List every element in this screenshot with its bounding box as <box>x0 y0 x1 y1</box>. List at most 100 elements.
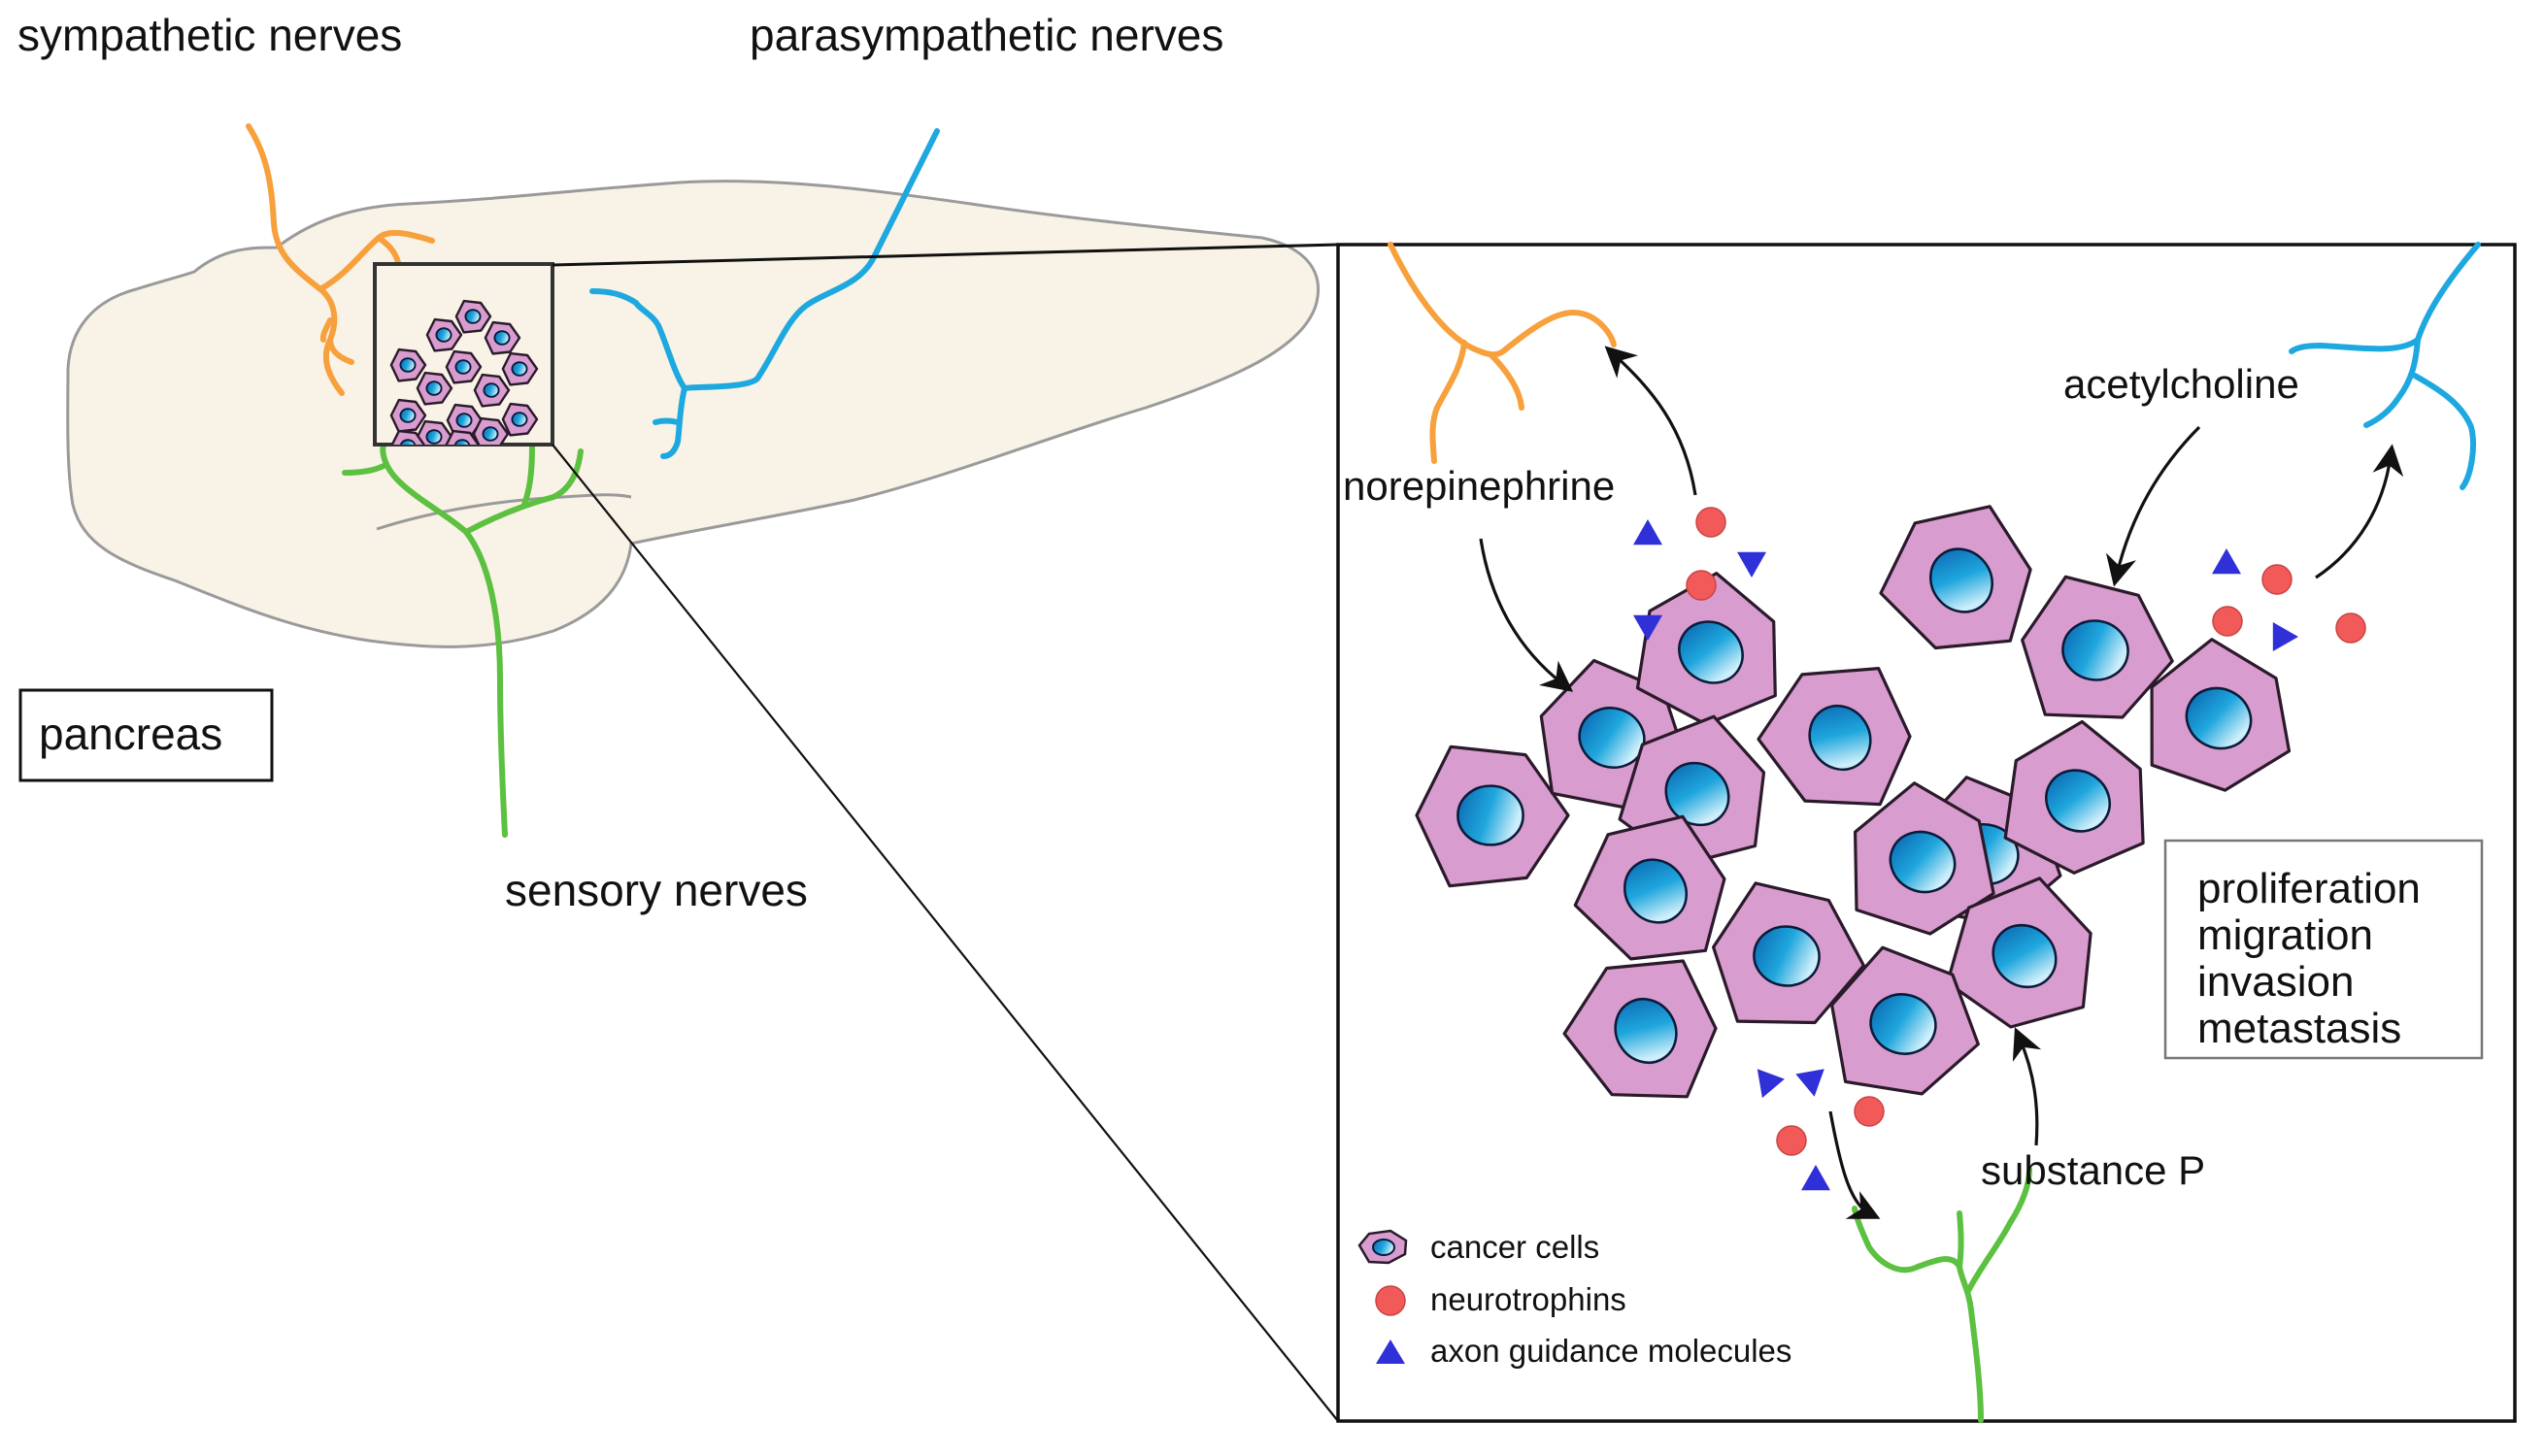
label-norepinephrine: norepinephrine <box>1343 463 1615 509</box>
cancer-cell <box>1879 505 2032 650</box>
neurotrophin-molecule <box>1695 507 1726 538</box>
legend: cancer cells neurotrophins axon guidance… <box>1357 1229 1791 1369</box>
sympathetic-nerve-terminal <box>1388 242 1617 464</box>
outcome-migration: migration <box>2197 911 2373 959</box>
cell-nucleus <box>1869 993 1937 1055</box>
cell-nucleus <box>464 309 482 324</box>
cancer-cell <box>1830 945 1980 1096</box>
legend-item-neurotrophins: neurotrophins <box>1375 1281 1626 1317</box>
mini-cancer-cell <box>473 373 511 408</box>
parasympathetic-nerve-terminal <box>2289 242 2481 490</box>
arrow-to-sympathetic <box>1604 346 1697 496</box>
neurotrophin-molecule <box>2212 606 2243 637</box>
cancer-cell <box>1573 814 1726 961</box>
mini-cancer-cell <box>425 317 463 352</box>
outcome-proliferation: proliferation <box>2197 865 2421 912</box>
cancer-cell-icon <box>1357 1229 1408 1265</box>
cancer-cell-cluster <box>1415 505 2292 1099</box>
parasympathetic-nerve-organ <box>589 128 940 459</box>
cell-nucleus <box>1808 704 1872 772</box>
label-substance-p: substance P <box>1981 1147 2205 1193</box>
sensory-nerve-terminal <box>1852 1167 2032 1423</box>
pancreas-label-box: pancreas <box>18 688 274 782</box>
zoomed-tumor-panel: norepinephrine acetylcholine substance P… <box>1336 242 2517 1423</box>
cell-nucleus <box>511 361 528 377</box>
axon-guidance-molecule <box>1757 1069 1785 1099</box>
cell-nucleus <box>1623 858 1689 924</box>
legend-label-neurotrophins: neurotrophins <box>1430 1281 1626 1317</box>
mini-cancer-cell <box>454 299 492 334</box>
mini-cancer-cell <box>390 429 426 445</box>
arrow-substancep-to-cells <box>2012 1027 2042 1146</box>
cell-membrane <box>390 429 426 445</box>
cell-nucleus <box>482 426 499 442</box>
arrow-to-parasympathetic <box>2315 444 2404 579</box>
legend-item-cancer-cells: cancer cells <box>1357 1229 1599 1265</box>
arrow-to-sensory <box>1828 1110 1881 1219</box>
axon-guidance-molecule <box>2272 622 2298 651</box>
zoom-connector-top <box>552 243 1339 267</box>
cancer-cell <box>1854 781 1995 936</box>
cell-nucleus <box>493 330 511 346</box>
mini-cancer-cell <box>389 398 427 433</box>
mini-cancer-cell <box>484 320 521 355</box>
cell-nucleus <box>454 359 472 375</box>
cell-nucleus <box>1992 923 2058 989</box>
cancer-cell <box>1757 667 1912 807</box>
outcomes-box: proliferation migration invasion metasta… <box>2163 839 2484 1060</box>
axon-guidance-molecule <box>1795 1069 1824 1097</box>
cell-nucleus <box>399 357 417 373</box>
cell-nucleus <box>425 429 443 445</box>
mini-cancer-cell <box>445 429 481 445</box>
cell-nucleus <box>399 439 417 445</box>
neurotrophin-circle-icon <box>1375 1285 1406 1316</box>
axon-guidance-triangle-icon <box>1376 1340 1405 1364</box>
neurotrophin-molecule <box>1776 1125 1807 1156</box>
mini-cancer-cell <box>416 371 453 406</box>
axon-guidance-molecule <box>1737 551 1766 578</box>
label-acetylcholine: acetylcholine <box>2063 361 2299 407</box>
cancer-cell <box>2021 575 2174 719</box>
label-parasympathetic-nerves: parasympathetic nerves <box>750 10 1223 60</box>
zoom-connector-bottom <box>552 444 1339 1422</box>
mini-cancer-cell <box>445 349 483 384</box>
mini-cancer-cell <box>389 347 427 382</box>
cancer-cell <box>1415 745 1570 888</box>
cancer-cell <box>1635 572 1777 726</box>
cell-nucleus <box>2045 769 2111 833</box>
label-sympathetic-nerves: sympathetic nerves <box>17 10 402 60</box>
cell-nucleus <box>453 439 471 445</box>
legend-label-axon-guidance: axon guidance molecules <box>1430 1333 1791 1369</box>
outcome-metastasis: metastasis <box>2197 1005 2401 1052</box>
neurotrophin-molecule <box>1854 1096 1885 1127</box>
cell-nucleus <box>1889 830 1957 894</box>
signaling-molecules <box>1633 507 2366 1191</box>
mini-cancer-cell <box>501 402 539 437</box>
neurotrophin-molecule <box>2335 612 2366 644</box>
cell-nucleus <box>1678 620 1744 684</box>
cell-nucleus <box>1753 925 1821 987</box>
neurotrophin-molecule <box>2261 564 2293 595</box>
label-sensory-nerves: sensory nerves <box>505 865 808 915</box>
cancer-cell <box>1712 881 1865 1025</box>
axon-guidance-molecule <box>1633 614 1662 641</box>
cell-membrane <box>445 429 481 445</box>
cell-nucleus <box>2185 686 2253 750</box>
cell-nucleus <box>435 327 452 343</box>
axon-guidance-molecule <box>1801 1165 1830 1191</box>
cell-nucleus <box>425 381 443 396</box>
neurotrophin-molecule <box>1686 570 1717 601</box>
cell-nucleus <box>1614 997 1678 1065</box>
arrow-norepinephrine-to-cells <box>1479 538 1574 692</box>
arrow-acetylcholine-to-cells <box>2105 425 2201 587</box>
cancer-cell <box>2150 638 2292 792</box>
cell-nucleus <box>455 413 473 428</box>
cancer-cell <box>2003 719 2145 875</box>
cancer-cell <box>1562 959 1718 1099</box>
axon-guidance-molecule <box>1633 519 1662 546</box>
mini-cancer-cell <box>501 351 539 386</box>
axon-guidance-molecule <box>2212 548 2241 575</box>
cell-nucleus <box>1929 547 1993 613</box>
